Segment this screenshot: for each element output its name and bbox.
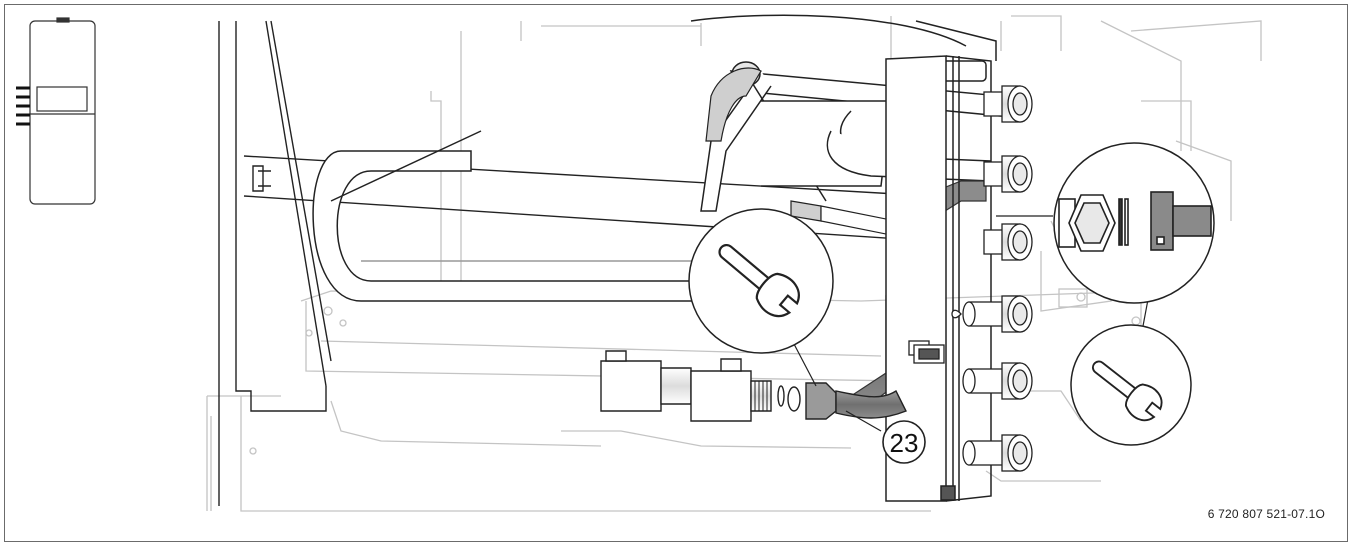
wrench-icon [1091, 360, 1163, 422]
wrench-icon [718, 243, 800, 318]
connection-nuts [951, 85, 1033, 472]
wrench-detail-circle-1 [688, 208, 834, 354]
callout-label: 23 [890, 428, 919, 458]
u-pipe-loop [312, 130, 702, 302]
fitting-detail-circle [1053, 142, 1215, 304]
drawing-code: 6 720 807 521-07.1O [1207, 507, 1325, 521]
pipe-fitting-detail [1058, 191, 1212, 252]
installation-diagram: 23 [16, 14, 1262, 512]
diagram-frame: 23 6 720 807 521-07.1O [4, 4, 1348, 542]
fitting-assembly [600, 350, 907, 422]
distribution-plate [690, 14, 997, 502]
pipe-clip [908, 340, 945, 364]
callout-23: 23 [882, 420, 926, 464]
unit-location-thumbnail [16, 17, 96, 205]
unit-housing [218, 20, 932, 506]
wrench-detail-circle-2 [1070, 324, 1192, 446]
